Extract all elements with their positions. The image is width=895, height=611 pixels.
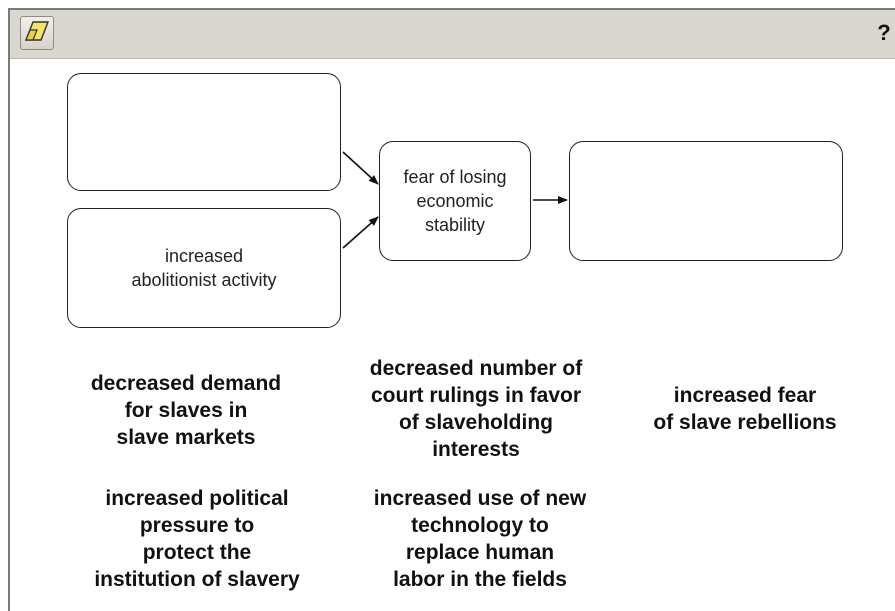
eraser-button[interactable] <box>20 16 54 50</box>
box-text: fear of losing economic stability <box>403 167 507 235</box>
drop-target-cause-1[interactable] <box>67 73 341 191</box>
choice-increased-political-pressure[interactable]: increased political pressure to protect … <box>94 487 300 591</box>
arrow-top-to-center <box>342 151 379 185</box>
choice-decreased-demand[interactable]: decreased demand for slaves in slave mar… <box>90 372 282 449</box>
arrow-bottom-to-center <box>342 216 379 249</box>
choice-increased-technology[interactable]: increased use of new technology to repla… <box>373 487 587 591</box>
choice-increased-fear-rebellions[interactable]: increased fear of slave rebellions <box>653 384 837 434</box>
drop-target-effect[interactable] <box>569 141 843 261</box>
help-button[interactable]: ? <box>877 20 891 45</box>
box-text: increased abolitionist activity <box>131 246 277 290</box>
center-box-fear-economic-stability: fear of losing economic stability <box>379 141 531 261</box>
toolbar: ? <box>10 10 895 59</box>
cause-box-abolitionist-activity: increased abolitionist activity <box>67 208 341 328</box>
choice-decreased-court-rulings[interactable]: decreased number of court rulings in fav… <box>369 357 583 461</box>
eraser-icon <box>24 20 50 47</box>
